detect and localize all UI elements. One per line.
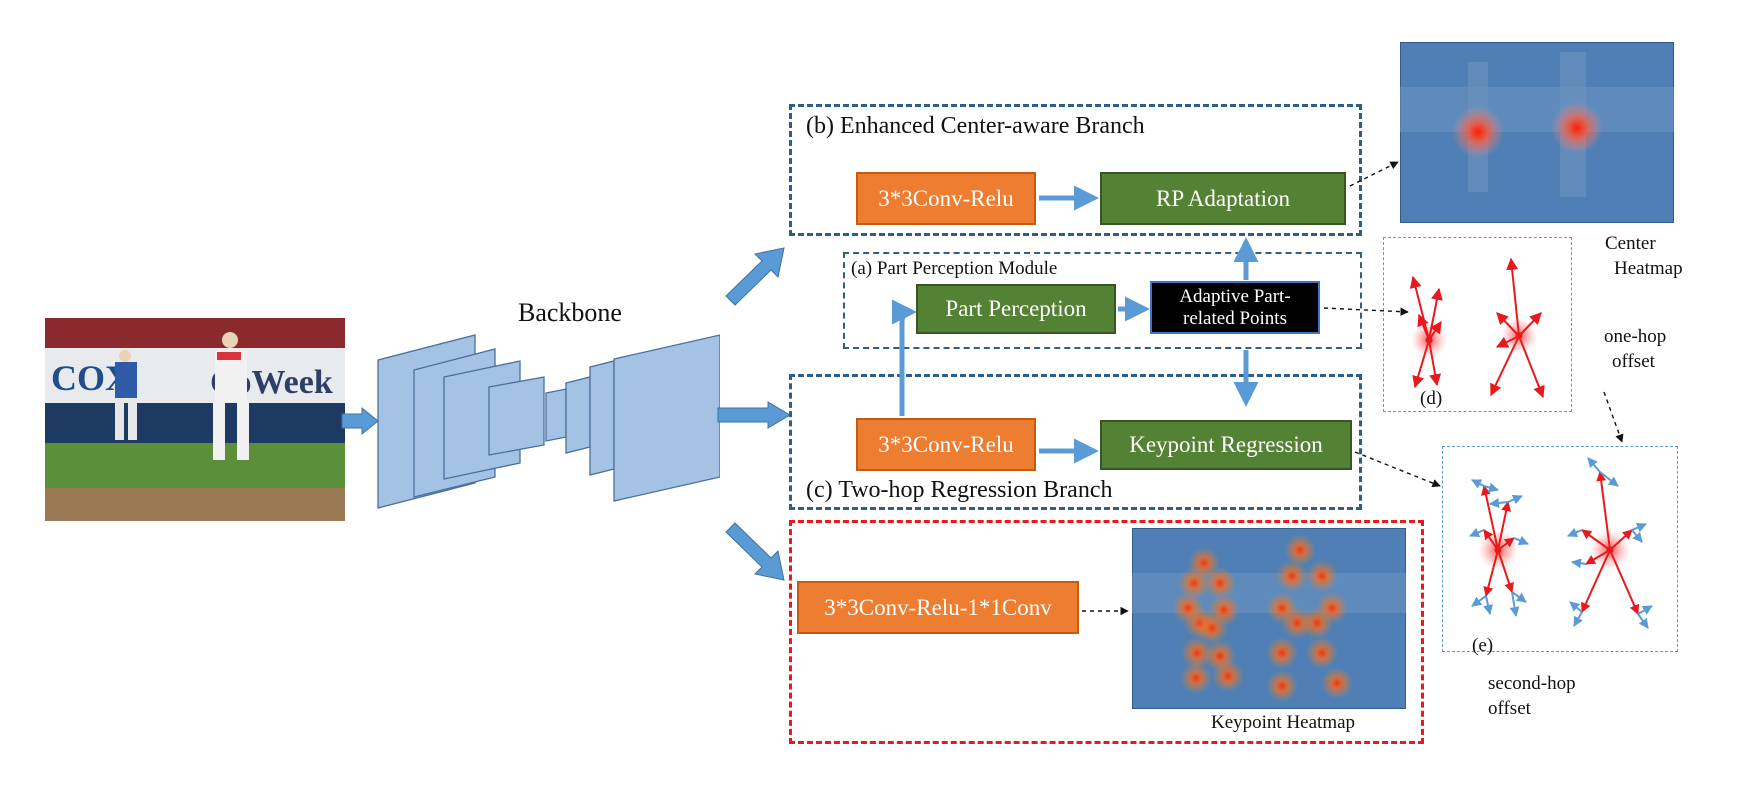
adaptive-to-panel-d-connector: [1323, 307, 1409, 316]
branch-c-conv-block: 3*3Conv-Relu: [856, 418, 1036, 471]
panel-d-label: (d): [1420, 388, 1443, 409]
backbone-diagram: [377, 334, 720, 509]
keypoint-heatmap-caption: Keypoint Heatmap: [1211, 712, 1356, 733]
adaptive-points-block: Adaptive Part- related Points: [1150, 281, 1320, 334]
panel-e-label: (e): [1472, 635, 1494, 656]
panel-d-box: [1383, 237, 1572, 412]
branch-b-conv-block: 3*3Conv-Relu: [856, 172, 1036, 225]
heatmap-branch-box: [789, 520, 1424, 744]
player-left: [115, 350, 137, 440]
backbone-arrow-middle: [717, 401, 791, 429]
input-image: COX CoWeek: [45, 318, 345, 521]
branch-c-box: [789, 374, 1362, 510]
one-hop-caption-line2: offset: [1612, 351, 1655, 372]
branch-b-box: [789, 104, 1362, 236]
second-hop-skeletons: [1469, 457, 1653, 629]
backbone-arrow-up: [725, 247, 785, 306]
one-hop-caption-line1: one-hop: [1604, 326, 1667, 347]
panel-d-to-panel-e-connector: [1603, 391, 1624, 443]
heatmap-conv-block: 3*3Conv-Relu-1*1Conv: [797, 581, 1079, 634]
center-heatmap-image: [1400, 42, 1674, 223]
branch-b-title: (b) Enhanced Center-aware Branch: [806, 113, 1145, 139]
adaptive-points-line2: related Points: [1183, 307, 1287, 329]
center-heatmap-caption-line1: Center: [1605, 233, 1656, 254]
part-perception-block: Part Perception: [916, 284, 1116, 334]
keypoint-regression-block: Keypoint Regression: [1100, 420, 1352, 470]
keypoint-heatmap-image: [1132, 528, 1406, 709]
conv-to-part-perception-arrow: [892, 299, 917, 416]
regression-to-panel-e-connector: [1354, 451, 1441, 488]
panel-e-box: [1442, 446, 1678, 652]
center-heatmap-caption-line2: Heatmap: [1614, 258, 1683, 279]
player-right: [213, 332, 249, 460]
module-a-title: (a) Part Perception Module: [851, 258, 1058, 279]
adaptive-points-line1: Adaptive Part-: [1179, 285, 1291, 307]
branch-c-title: (c) Two-hop Regression Branch: [806, 477, 1113, 503]
second-hop-caption-line1: second-hop: [1488, 673, 1576, 694]
backbone-arrow-down: [725, 522, 785, 581]
input-arrow: [341, 406, 379, 436]
rp-to-center-heatmap-connector: [1349, 161, 1399, 187]
module-a-box: [843, 252, 1362, 349]
rp-adaptation-block: RP Adaptation: [1100, 172, 1346, 225]
one-hop-skeletons: [1409, 257, 1545, 399]
second-hop-caption-line2: offset: [1488, 698, 1531, 719]
backbone-label: Backbone: [518, 298, 622, 327]
